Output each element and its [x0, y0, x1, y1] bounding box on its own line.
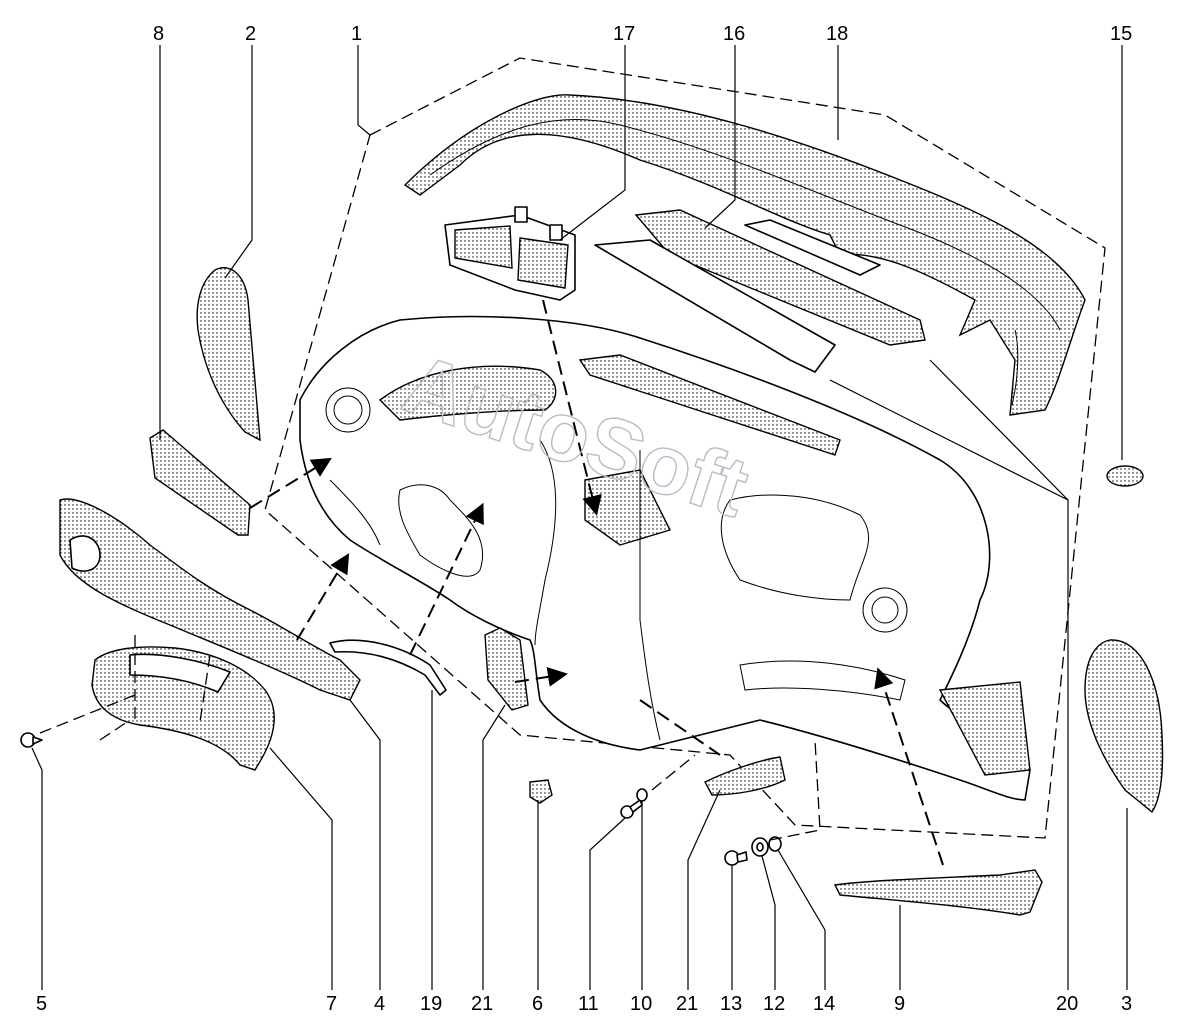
right-end-cap — [1084, 639, 1164, 814]
label-21-left: 21 — [471, 993, 493, 1015]
label-17: 17 — [613, 23, 635, 45]
label-9: 9 — [894, 993, 905, 1015]
screw-11 — [620, 799, 643, 819]
left-bracket — [484, 627, 529, 711]
right-bracket — [704, 756, 786, 796]
label-20: 20 — [1056, 993, 1078, 1015]
label-4: 4 — [374, 993, 385, 1015]
fastener-guides — [39, 635, 821, 841]
upper-air-duct — [403, 94, 1086, 416]
label-13: 13 — [720, 993, 742, 1015]
washer-12 — [751, 837, 769, 857]
label-16: 16 — [723, 23, 745, 45]
lower-right-trim — [833, 869, 1043, 916]
left-trim-strip — [149, 429, 251, 536]
lower-left-trim-hole — [69, 535, 101, 572]
dashboard-body — [299, 315, 1031, 801]
label-19: 19 — [420, 993, 442, 1015]
label-1: 1 — [351, 23, 362, 45]
lower-left-trim — [59, 498, 361, 701]
small-plug — [1106, 465, 1144, 487]
part-labels: 1 2 8 17 16 18 15 5 7 4 19 21 6 11 10 21… — [36, 23, 1132, 1015]
label-3: 3 — [1121, 993, 1132, 1015]
washer-14 — [768, 836, 782, 852]
fastener-5 — [20, 732, 43, 748]
screw-13 — [724, 850, 748, 866]
top-panel — [594, 209, 926, 373]
label-15: 15 — [1110, 23, 1132, 45]
label-6: 6 — [532, 993, 543, 1015]
label-10: 10 — [630, 993, 652, 1015]
leader-lines — [31, 45, 1128, 990]
label-7: 7 — [326, 993, 337, 1015]
assembly-arrows — [249, 299, 944, 866]
label-2: 2 — [245, 23, 256, 45]
washer-10 — [636, 788, 648, 802]
center-vent — [444, 206, 576, 301]
label-12: 12 — [763, 993, 785, 1015]
thin-trim-strip — [329, 639, 447, 696]
label-11: 11 — [578, 993, 599, 1015]
column-shroud — [91, 646, 275, 771]
label-14: 14 — [813, 993, 835, 1015]
label-5: 5 — [36, 993, 47, 1015]
assembly-boundary — [264, 57, 1106, 839]
label-8: 8 — [153, 23, 164, 45]
label-21-right: 21 — [676, 993, 698, 1015]
label-18: 18 — [826, 23, 848, 45]
clip-6 — [529, 779, 553, 804]
left-end-cap — [196, 267, 261, 442]
